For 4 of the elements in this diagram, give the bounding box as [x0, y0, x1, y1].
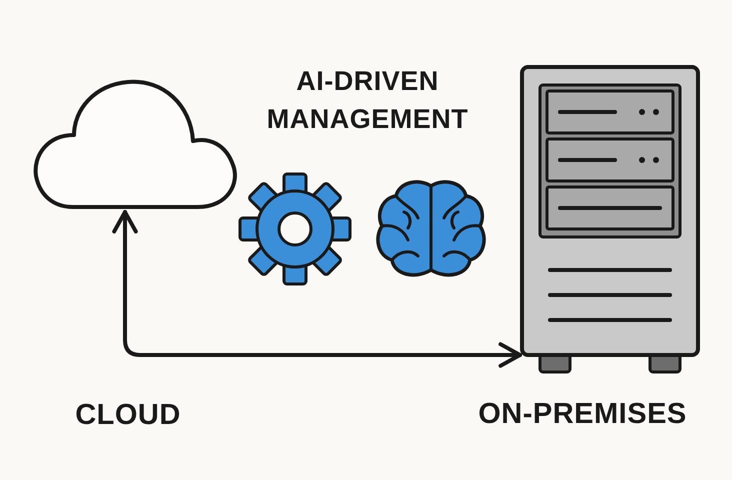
heading-label: AI-DRIVEN MANAGEMENT [266, 65, 470, 136]
node-caption: ON-PREMISES [477, 398, 688, 431]
double-headed-arrow [112, 210, 522, 368]
cloud-caption: CLOUD [74, 398, 182, 432]
